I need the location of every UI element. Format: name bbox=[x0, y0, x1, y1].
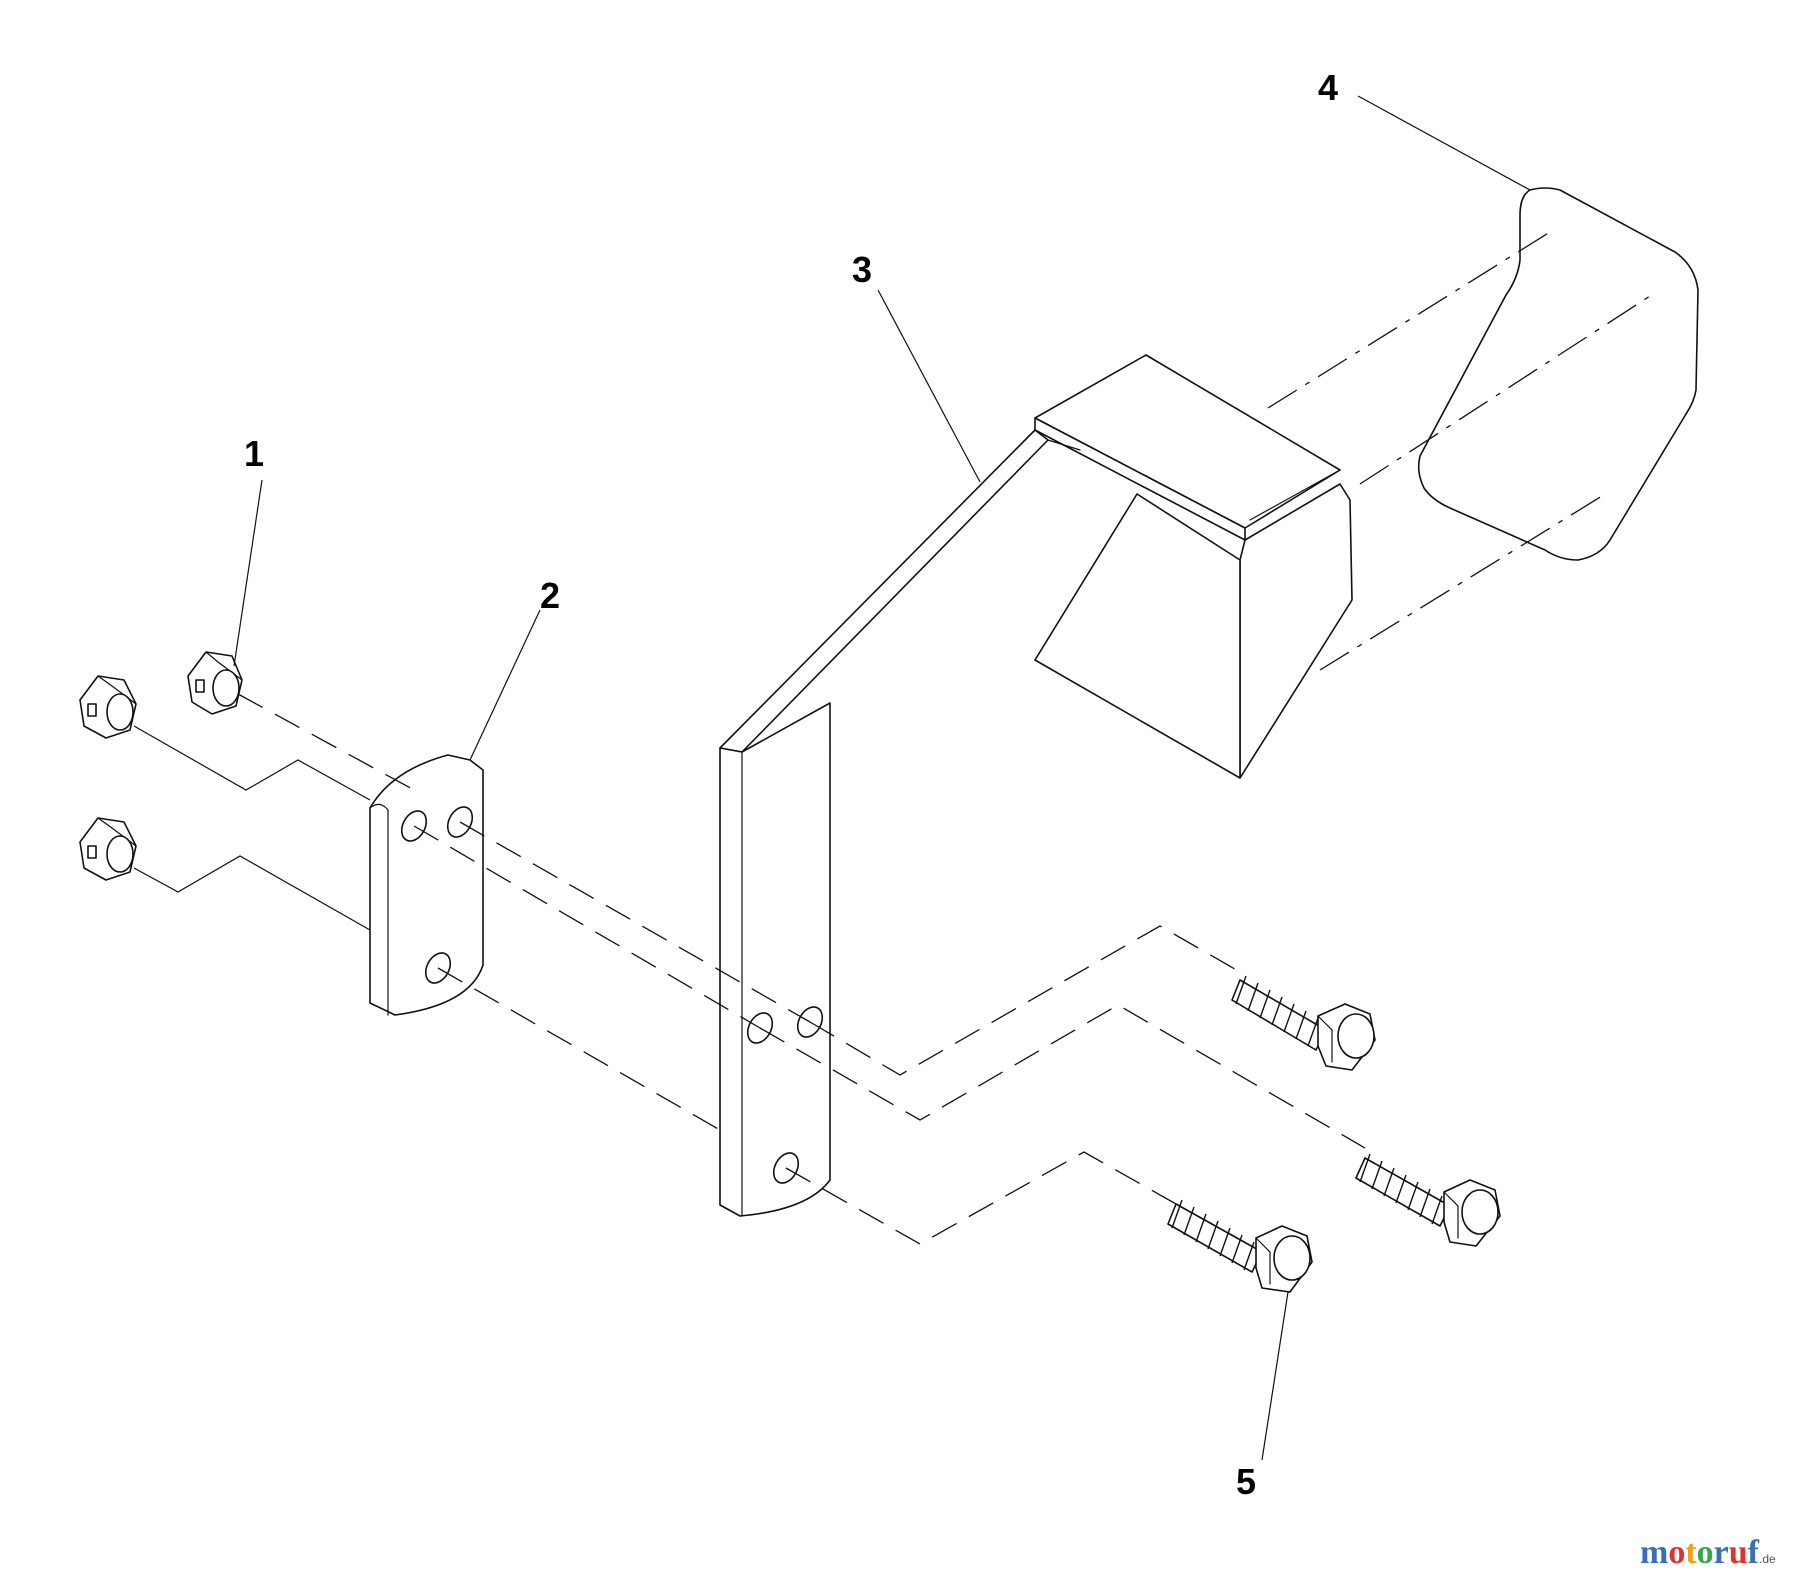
callout-leaders bbox=[233, 95, 1531, 1461]
part-2-backing-plate bbox=[369, 754, 484, 1016]
part-1-hex-nut-top bbox=[187, 651, 243, 715]
watermark-letter: r bbox=[1713, 1534, 1729, 1571]
callout-5: 5 bbox=[1236, 1461, 1256, 1502]
callout-4: 4 bbox=[1318, 67, 1338, 108]
part-1-hex-nut-middle bbox=[79, 675, 137, 739]
callout-1: 1 bbox=[244, 433, 264, 474]
part-4-guard-pad bbox=[1417, 187, 1699, 561]
watermark-letter: t bbox=[1685, 1534, 1697, 1571]
motoruf-watermark-logo: motoruf.de bbox=[1640, 1534, 1776, 1572]
watermark-letter: m bbox=[1640, 1534, 1669, 1571]
part-5-bolt-lower bbox=[1167, 1199, 1313, 1293]
watermark-letter: u bbox=[1728, 1534, 1748, 1571]
part-5-bolt-upper bbox=[1231, 975, 1376, 1071]
part-3-bracket bbox=[719, 354, 1353, 1217]
watermark-letter: f bbox=[1747, 1534, 1759, 1571]
assembly-lines bbox=[133, 231, 1651, 1245]
part-1-hex-nut-bottom bbox=[79, 817, 137, 881]
callout-3: 3 bbox=[852, 249, 872, 290]
watermark-letter: o bbox=[1696, 1534, 1714, 1571]
part-5-bolt-middle bbox=[1355, 1153, 1501, 1247]
watermark-tld: .de bbox=[1759, 1552, 1776, 1566]
watermark-letter: o bbox=[1668, 1534, 1686, 1571]
callout-2: 2 bbox=[540, 575, 560, 616]
